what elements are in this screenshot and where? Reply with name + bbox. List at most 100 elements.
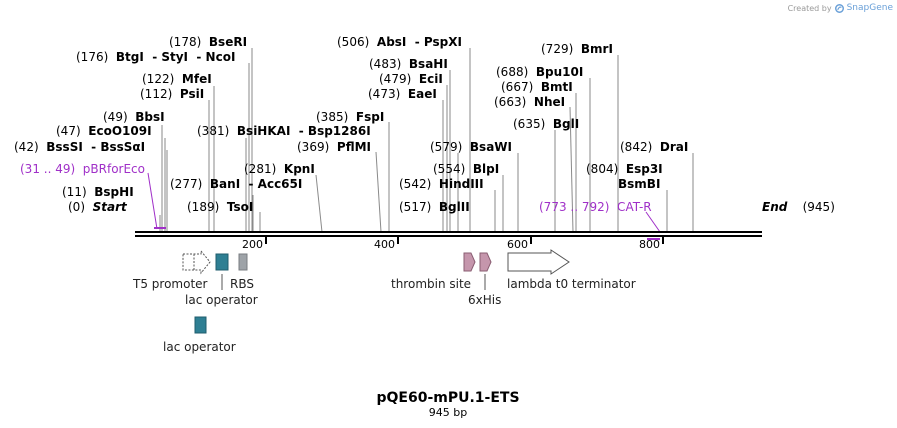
site-label: (729) BmrI	[541, 42, 613, 56]
site-position: (47)	[56, 124, 88, 138]
rbs-box	[238, 253, 248, 271]
credit-brand: SnapGene	[846, 3, 893, 13]
ruler-tick-label: 400	[374, 238, 395, 251]
site-name: BssSI - BssSαI	[46, 140, 145, 154]
site-name: Bpu10I	[536, 65, 583, 79]
site-label: End (945)	[762, 200, 835, 214]
site-name: BtgI - StyI - NcoI	[116, 50, 236, 64]
site-position: (189)	[187, 200, 227, 214]
site-name: MfeI	[182, 72, 212, 86]
site-lines	[147, 48, 694, 233]
site-label: BsmBI	[618, 177, 660, 191]
site-label: (635) BglI	[513, 117, 579, 131]
site-name: EciI	[419, 72, 443, 86]
site-position: (483)	[369, 57, 409, 71]
site-position: (506)	[337, 35, 377, 49]
lambda-t0-terminator-arrow	[507, 249, 570, 275]
feature-label-lambda-t0-terminator: lambda t0 terminator	[507, 277, 636, 291]
site-label: (842) DraI	[620, 140, 688, 154]
site-label: (385) FspI	[316, 110, 384, 124]
ruler-tick-label: 600	[507, 238, 528, 251]
site-label: (11) BspHI	[62, 185, 134, 199]
ruler-tick-label: 200	[242, 238, 263, 251]
site-name: BmrI	[581, 42, 613, 56]
site-position: (122)	[142, 72, 182, 86]
site-position: (945)	[787, 200, 835, 214]
site-position: (11)	[62, 185, 94, 199]
site-position: (176)	[76, 50, 116, 64]
site-name: BmtI	[541, 80, 573, 94]
snapgene-logo-icon	[834, 3, 844, 13]
site-name: HindIII	[439, 177, 484, 191]
site-name: BspHI	[94, 185, 133, 199]
site-position: (0)	[68, 200, 93, 214]
site-name: DraI	[660, 140, 688, 154]
site-position: (688)	[496, 65, 536, 79]
site-name: BbsI	[135, 110, 164, 124]
site-name: BsaHI	[409, 57, 448, 71]
site-label: (667) BmtI	[501, 80, 573, 94]
t5-promoter-arrow	[182, 249, 211, 275]
site-position: (381)	[197, 124, 237, 138]
site-name: EcoO109I	[88, 124, 151, 138]
site-position: (635)	[513, 117, 553, 131]
site-label: (122) MfeI	[142, 72, 212, 86]
primer-label: (31 .. 49) pBRforEco	[20, 162, 145, 176]
site-name: FspI	[356, 110, 384, 124]
site-label: (112) PsiI	[140, 87, 204, 101]
site-name: BanI - Acc65I	[210, 177, 302, 191]
site-name: BseRI	[209, 35, 247, 49]
site-name: BsiHKAI - Bsp1286I	[237, 124, 371, 138]
6xhis-arrow	[479, 252, 492, 272]
site-position: (554)	[433, 162, 473, 176]
site-position: (804)	[586, 162, 626, 176]
feature-label-6xhis: 6xHis	[468, 293, 501, 307]
site-label: (473) EaeI	[368, 87, 437, 101]
map-subtitle: 945 bp	[429, 406, 467, 419]
site-name: BglI	[553, 117, 579, 131]
site-label: (369) PflMI	[297, 140, 371, 154]
credit-prefix: Created by	[787, 3, 832, 13]
site-label: (517) BglII	[399, 200, 470, 214]
site-position: (663)	[494, 95, 534, 109]
site-name: Start	[93, 200, 128, 214]
site-position: (281)	[244, 162, 284, 176]
feature-label-lac-operator-2: lac operator	[163, 340, 236, 354]
ruler: 200 400 600 800	[242, 236, 664, 251]
site-name: BsaWI	[470, 140, 512, 154]
site-position: (369)	[297, 140, 337, 154]
site-position: (517)	[399, 200, 439, 214]
feature-label-rbs: RBS	[230, 277, 254, 291]
site-label: (49) BbsI	[103, 110, 165, 124]
site-label: (554) BlpI	[433, 162, 499, 176]
site-label: (47) EcoO109I	[56, 124, 152, 138]
site-label: (176) BtgI - StyI - NcoI	[76, 50, 235, 64]
site-label: (277) BanI - Acc65I	[170, 177, 302, 191]
ruler-tick-label: 800	[639, 238, 660, 251]
site-name: End	[762, 200, 788, 214]
thrombin-site-arrow	[463, 252, 476, 272]
site-position: (729)	[541, 42, 581, 56]
site-position: (542)	[399, 177, 439, 191]
site-name: KpnI	[284, 162, 315, 176]
map-title: pQE60-mPU.1-ETS	[376, 390, 519, 406]
site-label: (663) NheI	[494, 95, 565, 109]
site-label: (42) BssSI - BssSαI	[14, 140, 145, 154]
site-label: (0) Start	[68, 200, 128, 214]
site-label: (381) BsiHKAI - Bsp1286I	[197, 124, 371, 138]
site-label: (804) Esp3I	[586, 162, 663, 176]
site-position: (667)	[501, 80, 541, 94]
feature-label-t5-promoter: T5 promoter	[132, 277, 208, 291]
site-name: NheI	[534, 95, 565, 109]
site-label: (178) BseRI	[169, 35, 247, 49]
site-name: BsmBI	[618, 177, 660, 191]
site-position: (112)	[140, 87, 180, 101]
site-label: (479) EciI	[379, 72, 443, 86]
lac-operator-box-2	[194, 316, 207, 334]
site-name: BlpI	[473, 162, 499, 176]
site-name: TsoI	[227, 200, 253, 214]
site-position: (42)	[14, 140, 46, 154]
site-labels: (178) BseRI(176) BtgI - StyI - NcoI(122)…	[14, 35, 835, 214]
site-position: (479)	[379, 72, 419, 86]
